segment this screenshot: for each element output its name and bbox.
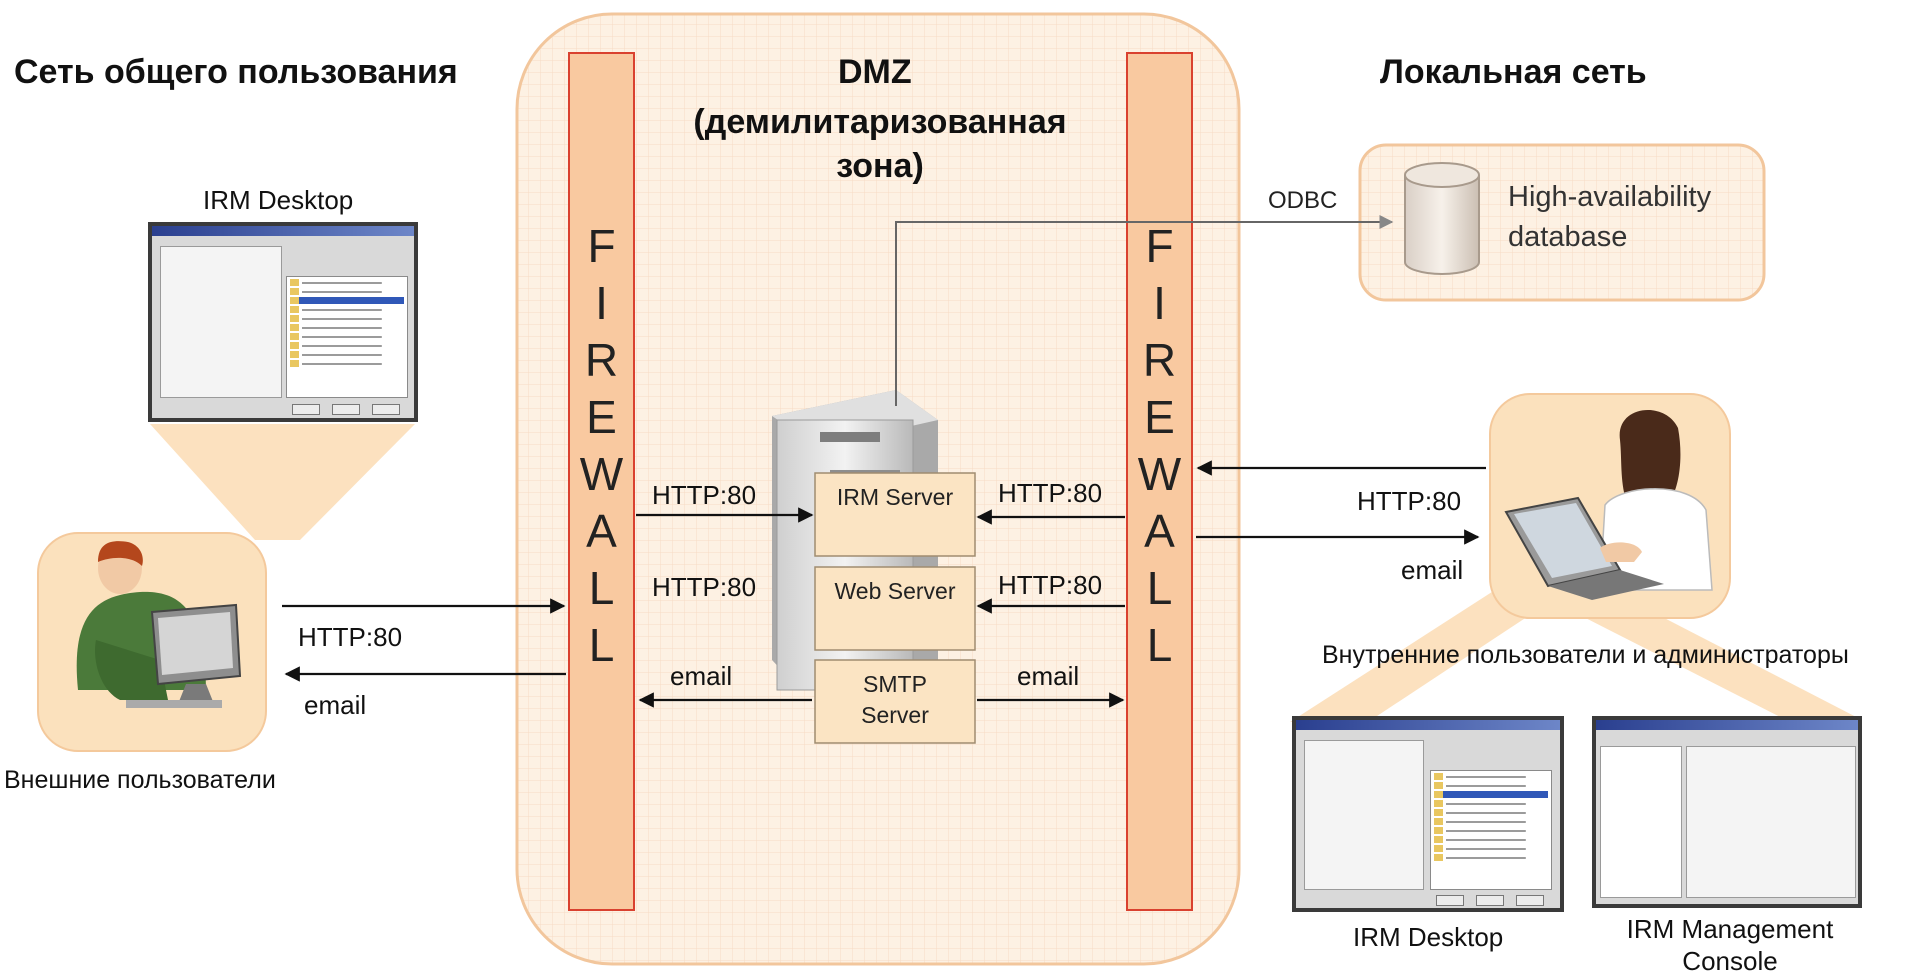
internal-users-label: Внутренние пользователи и администраторы — [1322, 641, 1849, 669]
screenshot-tree-pane — [1600, 746, 1682, 898]
local-network-title: Локальная сеть — [1380, 53, 1647, 91]
firewall-left — [568, 52, 635, 911]
web-server-box — [814, 566, 976, 651]
firewall-letter: R — [1142, 334, 1177, 386]
http-label-right-top: HTTP:80 — [998, 478, 1103, 508]
firewall-letter: L — [1146, 562, 1173, 614]
management-console-caption: IRM Management Console — [1626, 914, 1834, 976]
external-desktop-caption: IRM Desktop — [203, 185, 354, 215]
firewall-letter: I — [1153, 277, 1166, 329]
window-titlebar — [1296, 720, 1560, 730]
http-label-external: HTTP:80 — [298, 622, 403, 652]
odbc-label: ODBC — [1268, 187, 1338, 214]
firewall-letter: F — [587, 220, 616, 272]
database-label: High-availability database — [1508, 181, 1712, 253]
smtp-server-label: SMTP Server — [861, 671, 929, 728]
internal-callout-left — [1290, 590, 1545, 722]
http-label-left-top: HTTP:80 — [652, 480, 757, 510]
firewall-letter: L — [588, 562, 615, 614]
http-label-left-mid: HTTP:80 — [652, 572, 757, 602]
firewall-letter: W — [579, 448, 624, 500]
web-server-label: Web Server — [834, 578, 956, 604]
irm-server-box — [814, 472, 976, 557]
odbc-line — [895, 215, 1394, 406]
http-label-right-mid: HTTP:80 — [998, 570, 1103, 600]
dmz-subtitle: (демилитаризованная зона) — [693, 103, 1067, 185]
firewall-letter: F — [1145, 220, 1174, 272]
firewall-letter: R — [584, 334, 619, 386]
screenshot-list — [1430, 770, 1552, 890]
irm-server-label: IRM Server — [836, 484, 954, 510]
firewall-left-label: F I R E W A L L — [569, 218, 634, 674]
firewall-letter: L — [1146, 619, 1173, 671]
email-label-external: email — [304, 690, 367, 720]
email-label-right: email — [1017, 661, 1080, 691]
dmz-title: DMZ — [838, 53, 912, 91]
external-user-figure — [76, 541, 242, 708]
smtp-server-box — [814, 659, 976, 744]
firewall-letter: E — [1144, 391, 1175, 443]
external-callout — [150, 424, 415, 540]
management-console-screenshot — [1592, 716, 1862, 908]
external-users-label: Внешние пользователи — [4, 766, 276, 794]
window-titlebar — [152, 226, 414, 236]
firewall-right-label: F I R E W A L L — [1127, 218, 1192, 674]
firewall-letter: E — [586, 391, 617, 443]
internal-desktop-caption: IRM Desktop — [1353, 922, 1504, 952]
screenshot-info-pane — [1304, 740, 1424, 890]
firewall-letter: W — [1137, 448, 1182, 500]
window-titlebar — [1596, 720, 1858, 730]
email-label-left: email — [670, 661, 733, 691]
firewall-right — [1126, 52, 1193, 911]
database-icon — [1404, 162, 1480, 275]
public-network-title: Сеть общего пользования — [14, 53, 458, 91]
firewall-letter: I — [595, 277, 608, 329]
screenshot-list — [286, 276, 408, 398]
internal-user-figure — [1504, 409, 1713, 600]
internal-callout-right — [1560, 590, 1862, 722]
internal-irm-desktop-screenshot — [1292, 716, 1564, 912]
screenshot-info-pane — [160, 246, 282, 398]
external-irm-desktop-screenshot — [148, 222, 418, 422]
email-label-internal: email — [1401, 555, 1464, 585]
screenshot-detail-pane — [1686, 746, 1856, 898]
http-label-internal: HTTP:80 — [1357, 486, 1462, 516]
firewall-letter: L — [588, 619, 615, 671]
firewall-letter: A — [586, 505, 617, 557]
firewall-letter: A — [1144, 505, 1175, 557]
